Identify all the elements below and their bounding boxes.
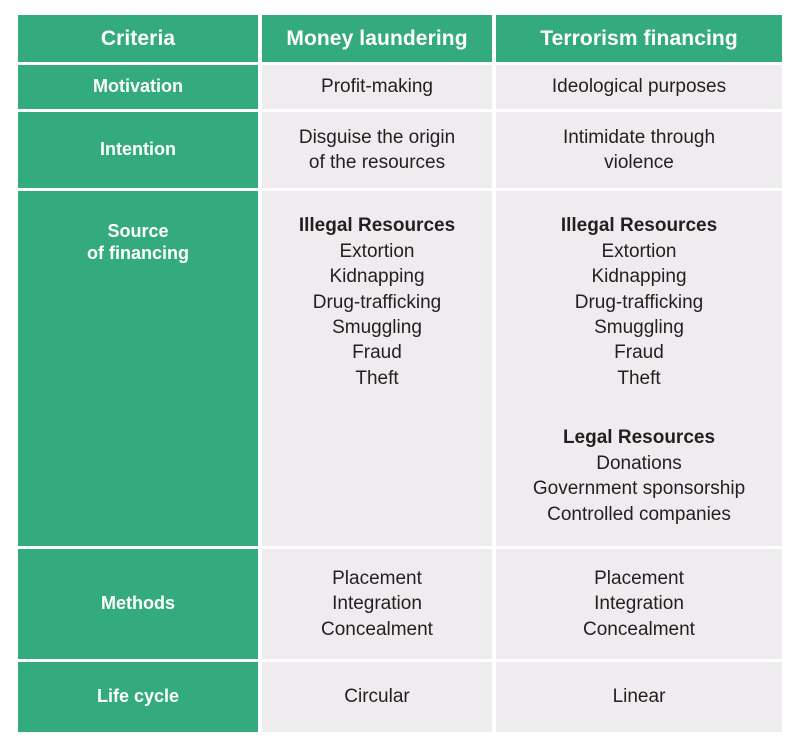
cell-source-of-financing-money-laundering: Illegal Resources Extortion Kidnapping D… — [262, 191, 492, 546]
row-label-source-of-financing: Source of financing — [18, 191, 258, 546]
cell-text-line: Concealment — [321, 618, 433, 640]
column-header-terrorism-financing-label: Terrorism financing — [540, 26, 738, 50]
cell-text-line: Disguise the origin — [298, 126, 456, 148]
cell-text-line: Profit-making — [321, 76, 433, 98]
resource-item: Donations — [596, 453, 682, 475]
cell-intention-terrorism-financing: Intimidate through violence — [496, 112, 782, 188]
resource-group-legal: Legal Resources Donations Government spo… — [496, 425, 782, 527]
resource-group-title: Legal Resources — [562, 426, 716, 448]
resource-item: Theft — [617, 367, 661, 389]
row-label-life-cycle-text: Life cycle — [96, 686, 180, 707]
cell-text-line: Integration — [594, 593, 684, 615]
column-header-terrorism-financing: Terrorism financing — [496, 15, 782, 62]
resource-item: Extortion — [339, 241, 415, 263]
cell-methods-money-laundering: Placement Integration Concealment — [262, 549, 492, 659]
cell-intention-money-laundering: Disguise the origin of the resources — [262, 112, 492, 188]
cell-life-cycle-terrorism-financing: Linear — [496, 662, 782, 732]
row-label-methods-text: Methods — [101, 593, 175, 614]
row-label-life-cycle: Life cycle — [18, 662, 258, 732]
cell-motivation-terrorism-financing: Ideological purposes — [496, 65, 782, 109]
resource-item: Controlled companies — [547, 503, 731, 525]
column-header-criteria: Criteria — [18, 15, 258, 62]
resource-group-illegal: Illegal Resources Extortion Kidnapping D… — [496, 213, 782, 391]
row-label-source-of-financing-line1: Source — [107, 221, 169, 241]
resource-item: Drug-trafficking — [574, 291, 704, 313]
resource-item: Fraud — [614, 342, 664, 364]
cell-life-cycle-money-laundering: Circular — [262, 662, 492, 732]
resource-item: Drug-trafficking — [312, 291, 442, 313]
resource-item: Government sponsorship — [532, 478, 746, 500]
resource-item: Fraud — [352, 342, 402, 364]
resource-item: Kidnapping — [329, 266, 425, 288]
resource-item: Smuggling — [332, 317, 422, 339]
comparison-table: Criteria Money laundering Terrorism fina… — [18, 15, 782, 732]
cell-source-of-financing-terrorism-financing: Illegal Resources Extortion Kidnapping D… — [496, 191, 782, 546]
row-label-methods: Methods — [18, 549, 258, 659]
cell-text-line: violence — [604, 152, 674, 173]
column-header-money-laundering: Money laundering — [262, 15, 492, 62]
column-header-money-laundering-label: Money laundering — [286, 26, 468, 50]
row-label-intention: Intention — [18, 112, 258, 188]
cell-text-line: Integration — [332, 593, 422, 615]
resource-group-title: Illegal Resources — [560, 215, 718, 236]
row-label-source-of-financing-line2: of financing — [87, 242, 189, 263]
cell-text-line: Linear — [612, 686, 666, 708]
resource-item: Smuggling — [594, 317, 684, 339]
cell-text-line: of the resources — [308, 152, 446, 173]
cell-text-line: Placement — [594, 568, 684, 590]
resource-item: Kidnapping — [591, 266, 687, 288]
resource-item: Theft — [355, 367, 399, 389]
cell-text-line: Circular — [344, 686, 410, 708]
resource-group-illegal: Illegal Resources Extortion Kidnapping D… — [262, 213, 492, 391]
cell-text-line: Placement — [332, 568, 422, 590]
row-label-intention-text: Intention — [100, 139, 176, 160]
cell-text-line: Intimidate through — [562, 126, 716, 148]
column-header-criteria-label: Criteria — [100, 26, 176, 50]
row-label-motivation: Motivation — [18, 65, 258, 109]
resource-item: Extortion — [601, 241, 677, 263]
resource-group-title: Illegal Resources — [298, 215, 456, 236]
cell-text-line: Concealment — [583, 618, 695, 640]
cell-text-line: Ideological purposes — [551, 76, 727, 98]
cell-methods-terrorism-financing: Placement Integration Concealment — [496, 549, 782, 659]
cell-motivation-money-laundering: Profit-making — [262, 65, 492, 109]
row-label-motivation-text: Motivation — [93, 76, 183, 97]
